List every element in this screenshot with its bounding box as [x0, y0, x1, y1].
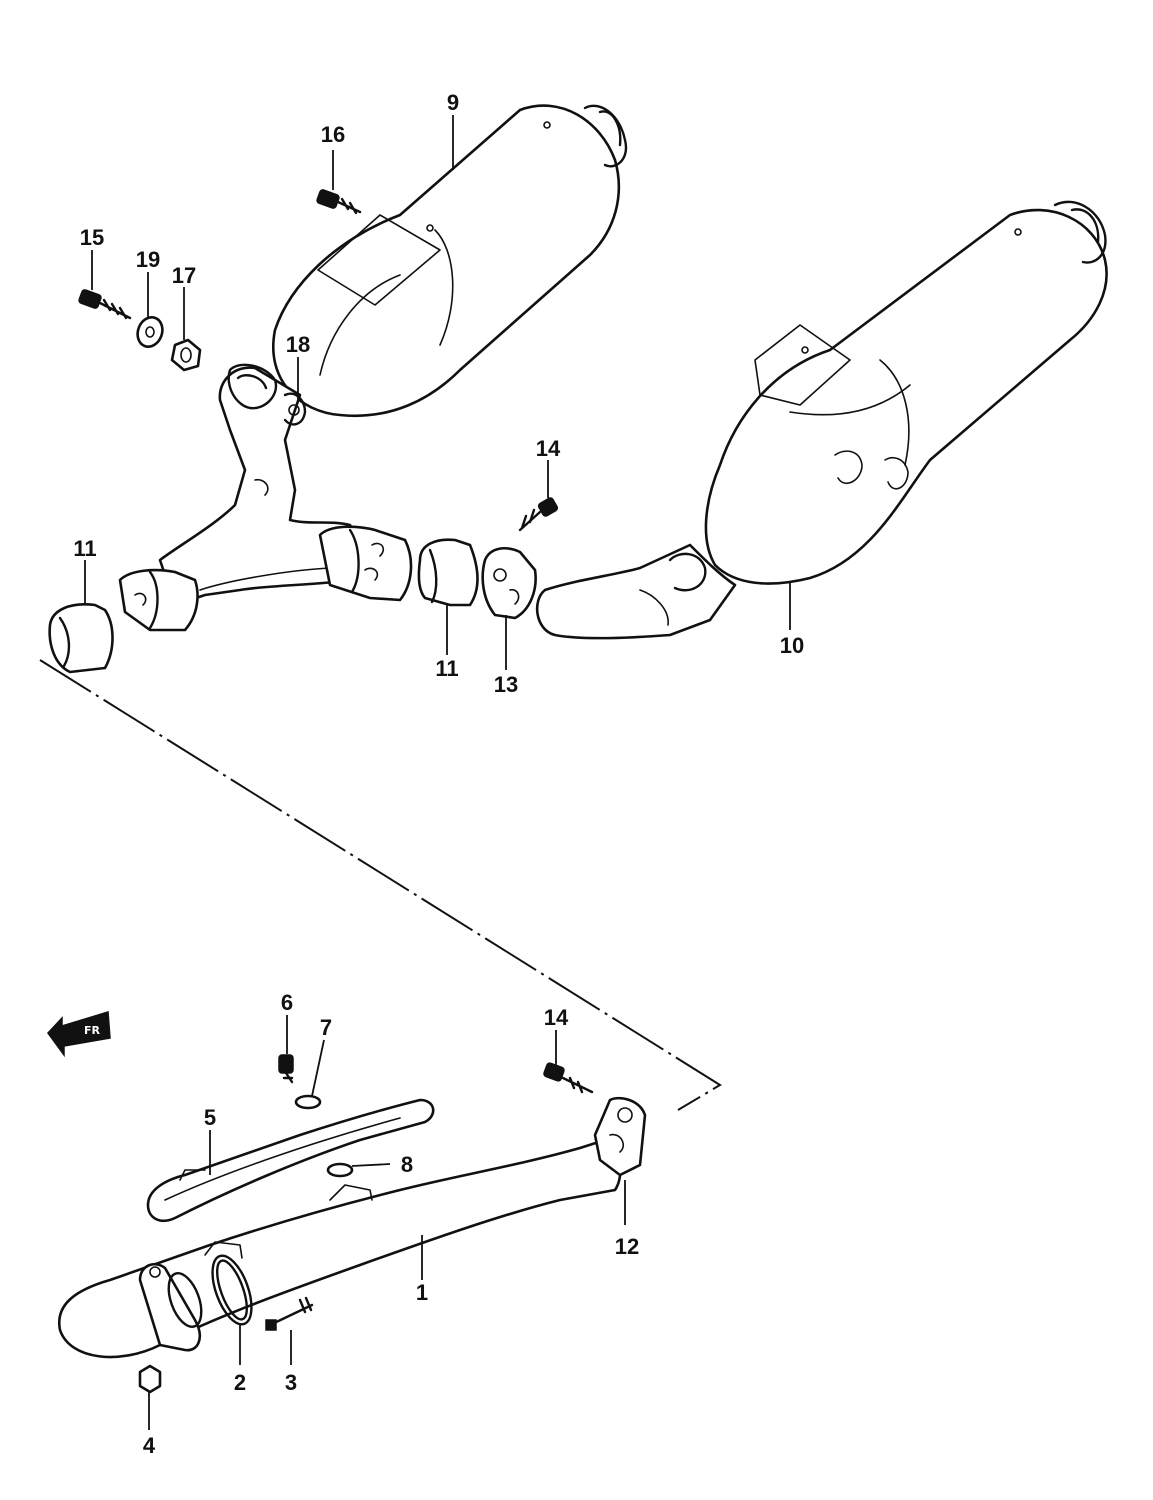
- callout-7: 7: [320, 1015, 332, 1040]
- callout-11-left: 11: [73, 536, 96, 561]
- callout-19: 19: [136, 247, 160, 272]
- callout-16: 16: [321, 122, 345, 147]
- callout-5: 5: [204, 1105, 216, 1130]
- washer-8[interactable]: [326, 1162, 354, 1178]
- bolt-14-upper[interactable]: [518, 497, 559, 532]
- flange-4[interactable]: [138, 1263, 208, 1352]
- svg-text:FR: FR: [84, 1024, 101, 1037]
- callout-9: 9: [447, 90, 459, 115]
- bolt-14-lower[interactable]: [543, 1062, 594, 1094]
- muffler-lower[interactable]: [535, 200, 1108, 640]
- gasket-2[interactable]: [205, 1251, 260, 1330]
- callout-8: 8: [401, 1152, 413, 1177]
- clamp-13[interactable]: [481, 546, 537, 620]
- bolt-16[interactable]: [316, 189, 362, 215]
- callout-14-lower: 14: [544, 1005, 569, 1030]
- callout-14-upper: 14: [536, 436, 561, 461]
- washer-19[interactable]: [134, 314, 167, 350]
- sleeve-middle[interactable]: [417, 538, 479, 607]
- muffler-upper[interactable]: [272, 104, 628, 418]
- sleeve-left[interactable]: [48, 603, 114, 674]
- callout-15: 15: [80, 225, 104, 250]
- leader-lines: [84, 115, 791, 1430]
- callout-11-middle: 11: [435, 656, 458, 681]
- callout-18: 18: [286, 332, 310, 357]
- heat-shield-5[interactable]: [146, 1098, 435, 1223]
- y-pipe-upper[interactable]: [118, 363, 413, 632]
- callout-3: 3: [285, 1370, 297, 1395]
- callout-4: 4: [143, 1433, 156, 1458]
- assembly-reference-line: [39, 659, 722, 1111]
- bolt-6[interactable]: [278, 1054, 294, 1084]
- clamp-12[interactable]: [593, 1096, 647, 1177]
- callout-1: 1: [416, 1280, 428, 1305]
- callout-10: 10: [780, 633, 804, 658]
- callout-12: 12: [615, 1234, 639, 1259]
- nut-4[interactable]: [138, 1364, 162, 1394]
- stud-3[interactable]: [265, 1296, 314, 1331]
- nut-17[interactable]: [170, 338, 202, 372]
- bolt-15[interactable]: [78, 289, 132, 320]
- front-arrow-icon: FR: [47, 1011, 111, 1058]
- callout-2: 2: [234, 1370, 246, 1395]
- callout-labels: 9 16 15 19 17 18 14 11 11 13 10 6 7 14 5…: [73, 90, 804, 1458]
- callout-6: 6: [281, 990, 293, 1015]
- washer-7[interactable]: [294, 1094, 322, 1110]
- callout-17: 17: [172, 263, 196, 288]
- callout-13: 13: [494, 672, 518, 697]
